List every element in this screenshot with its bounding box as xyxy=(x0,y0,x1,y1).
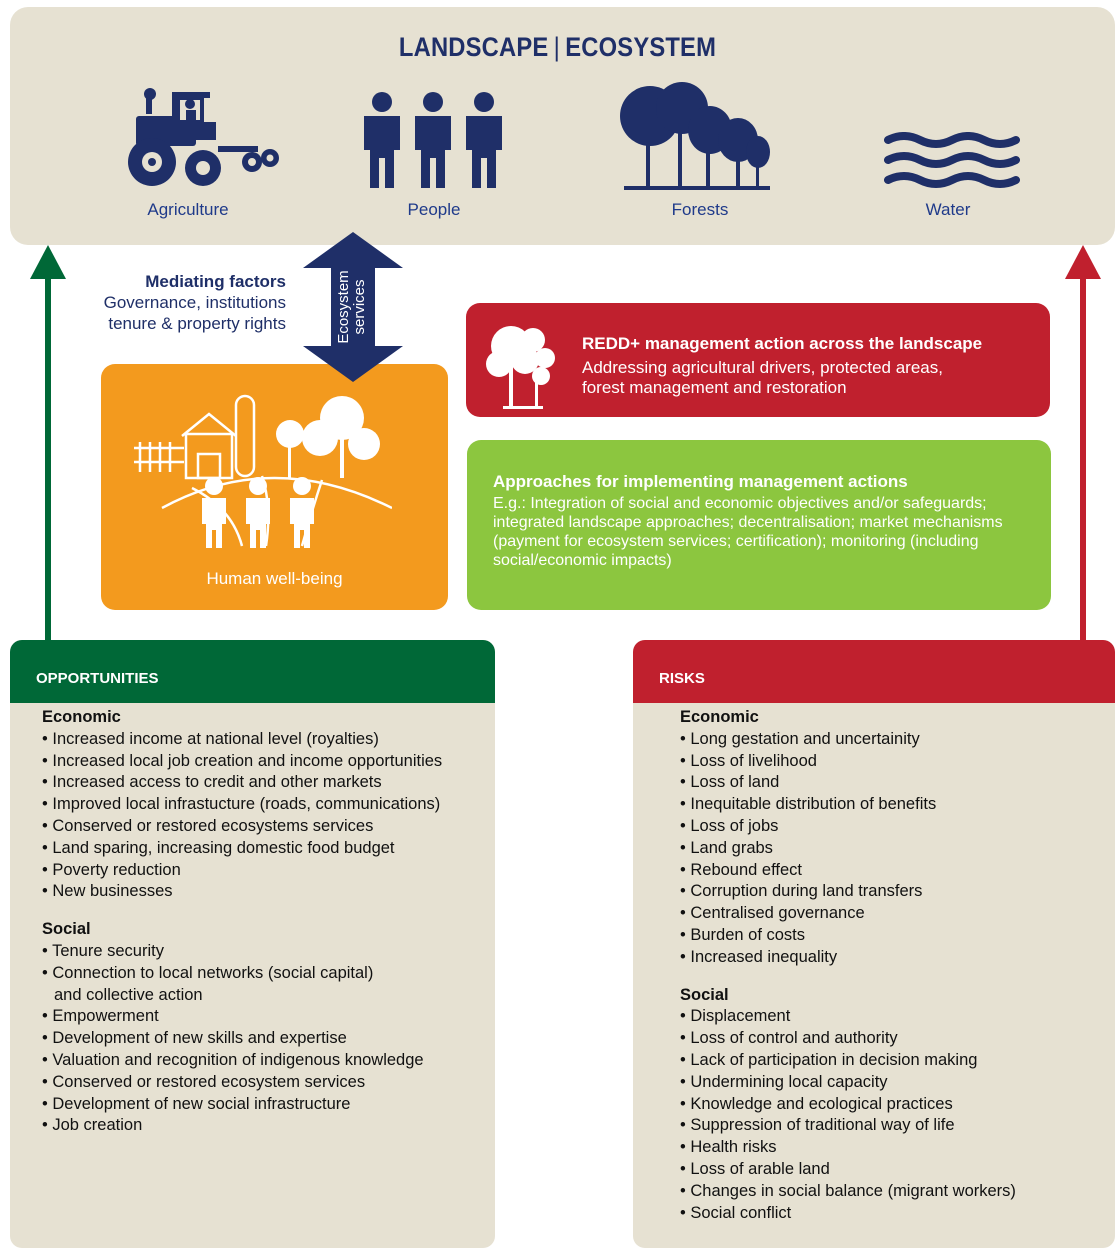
icon-label-people: People xyxy=(407,200,461,219)
list-item: • Undermining local capacity xyxy=(680,1072,888,1091)
icon-label-agriculture: Agriculture xyxy=(147,200,229,219)
farm-landscape-icon xyxy=(134,394,392,548)
list-item: • Loss of livelihood xyxy=(680,751,817,770)
mediating-title: Mediating factors xyxy=(145,272,286,291)
risks-list: Economic • Long gestation and uncertaini… xyxy=(680,707,1110,1224)
risks-header: RISKS xyxy=(633,640,1115,703)
list-item: • Conserved or restored ecosystem servic… xyxy=(42,1072,366,1091)
list-item: • New businesses xyxy=(42,882,173,901)
approaches-box xyxy=(467,440,1051,610)
list-item: • Improved local infrastucture (roads, c… xyxy=(42,795,441,814)
tree-icon xyxy=(486,326,555,409)
list-item: • Burden of costs xyxy=(680,925,806,944)
list-item: • Suppression of traditional way of life xyxy=(680,1116,955,1135)
redd-title: REDD+ management action across the lands… xyxy=(582,334,983,353)
list-item: • Increased access to credit and other m… xyxy=(42,773,382,792)
red-up-arrow xyxy=(1065,245,1101,645)
human-wellbeing-box xyxy=(101,364,448,610)
ecosystem-services-label: Ecosystem services xyxy=(312,262,392,352)
list-item: • Empowerment xyxy=(42,1007,159,1026)
list-item: • Loss of jobs xyxy=(680,816,779,835)
tractor-icon xyxy=(128,88,279,186)
opportunities-list: Economic • Increased income at national … xyxy=(42,707,492,1137)
landscape-title: LANDSCAPE|ECOSYSTEM xyxy=(67,32,1048,63)
icon-label-forests: Forests xyxy=(671,200,729,219)
mediating-line-1: Governance, institutions xyxy=(103,293,286,312)
landscape-title-right: ECOSYSTEM xyxy=(565,32,717,62)
list-item: • Health risks xyxy=(680,1138,777,1157)
forest-icon xyxy=(620,82,770,190)
risk-economic-title: Economic xyxy=(680,708,759,726)
risks-panel xyxy=(633,640,1115,1248)
ecosystem-services-arrow xyxy=(303,232,403,382)
list-item: • Inequitable distribution of benefits xyxy=(680,795,937,814)
opp-social-title: Social xyxy=(42,920,91,939)
list-item: • Changes in social balance (migrant wor… xyxy=(680,1181,1016,1200)
eco-line-2: services xyxy=(351,279,368,335)
people-icon xyxy=(364,92,502,188)
wellbeing-label: Human well-being xyxy=(206,569,343,588)
list-item: • Development of new social infrastructu… xyxy=(42,1094,351,1113)
risk-social-title: Social xyxy=(680,985,729,1004)
mediating-line-2: tenure & property rights xyxy=(108,314,286,333)
approaches-title: Approaches for implementing management a… xyxy=(493,472,908,491)
list-item: and collective action xyxy=(54,985,203,1004)
list-item: • Lack of participation in decision maki… xyxy=(680,1050,978,1069)
list-item: • Land grabs xyxy=(680,838,773,857)
list-item: • Loss of land xyxy=(680,773,780,792)
redd-action-box xyxy=(466,303,1050,417)
list-item: • Valuation and recognition of indigenou… xyxy=(42,1050,424,1069)
title-separator: | xyxy=(553,32,561,62)
list-item: • Loss of arable land xyxy=(680,1159,830,1178)
redd-line-2: forest management and restoration xyxy=(582,378,847,397)
approaches-description: E.g.: Integration of social and economic… xyxy=(493,495,1003,569)
list-item: • Increased local job creation and incom… xyxy=(42,751,443,770)
redd-line-1: Addressing agricultural drivers, protect… xyxy=(582,358,943,377)
list-item: • Long gestation and uncertainity xyxy=(680,729,920,748)
list-item: • Loss of control and authority xyxy=(680,1029,898,1048)
opportunities-header: OPPORTUNITIES xyxy=(10,640,495,703)
list-item: • Development of new skills and expertis… xyxy=(42,1029,347,1048)
list-item: • Increased inequality xyxy=(680,947,838,966)
opp-economic-title: Economic xyxy=(42,708,121,726)
list-item: • Increased income at national level (ro… xyxy=(42,729,379,748)
list-item: • Social conflict xyxy=(680,1203,792,1222)
water-icon xyxy=(884,132,1020,188)
list-item: • Rebound effect xyxy=(680,860,802,879)
redd-description: Addressing agricultural drivers, protect… xyxy=(582,358,1022,398)
list-item: • Corruption during land transfers xyxy=(680,882,923,901)
list-item: • Conserved or restored ecosystems servi… xyxy=(42,816,374,835)
list-item: • Displacement xyxy=(680,1007,791,1026)
list-item: • Land sparing, increasing domestic food… xyxy=(42,838,395,857)
list-item: • Poverty reduction xyxy=(42,860,181,879)
mediating-factors: Mediating factors Governance, institutio… xyxy=(60,271,286,334)
list-item: • Centralised governance xyxy=(680,904,865,923)
eco-line-1: Ecosystem xyxy=(335,270,352,344)
opportunities-panel xyxy=(10,640,495,1248)
green-up-arrow xyxy=(30,245,66,645)
list-item: • Knowledge and ecological practices xyxy=(680,1094,953,1113)
list-item: • Connection to local networks (social c… xyxy=(42,963,374,982)
icon-label-water: Water xyxy=(925,200,971,219)
landscape-title-left: LANDSCAPE xyxy=(398,32,549,62)
list-item: • Job creation xyxy=(42,1116,143,1135)
list-item: • Tenure security xyxy=(42,941,164,960)
